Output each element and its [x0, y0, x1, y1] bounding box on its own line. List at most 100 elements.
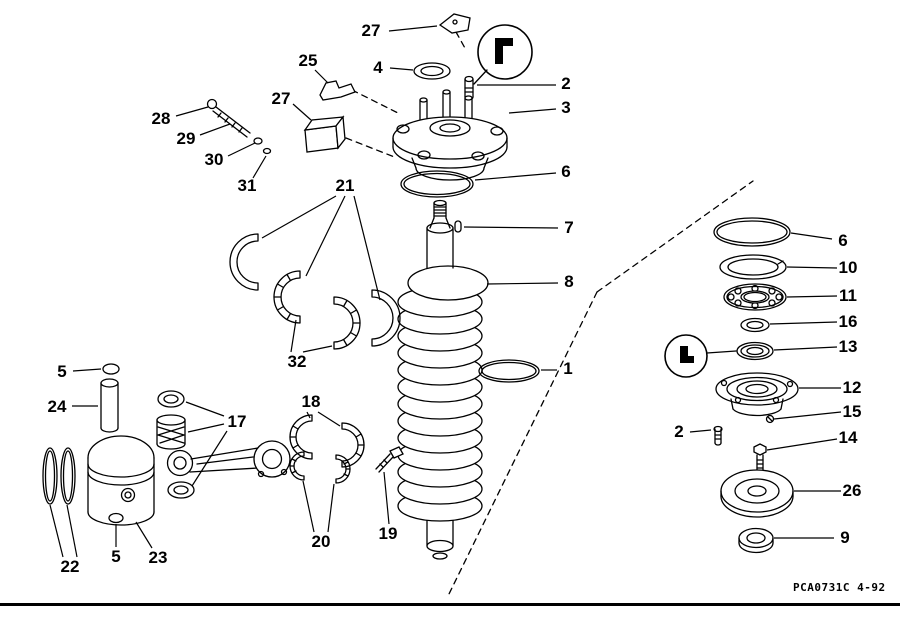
leader-line-22 — [49, 504, 64, 558]
leader-line-2 — [689, 429, 712, 433]
leader-line-20 — [327, 483, 335, 533]
washer-16-drawing — [741, 319, 769, 332]
retainer-bracket-drawing — [440, 14, 470, 33]
leader-line-21 — [261, 195, 337, 239]
bearing-head-drawing — [393, 90, 507, 180]
callout-2: 2 — [674, 422, 684, 441]
leader-line-5 — [72, 368, 102, 372]
leader-line-15 — [773, 411, 842, 420]
needle-cage-halves-drawing — [290, 415, 364, 467]
cap-nut-drawing — [739, 529, 773, 553]
callout-17: 17 — [227, 412, 247, 431]
callout-31: 31 — [237, 176, 257, 195]
leader-line-32 — [290, 319, 297, 353]
callout-8: 8 — [564, 272, 574, 291]
rod-screw-drawing — [376, 447, 403, 472]
callout-27: 27 — [271, 89, 291, 108]
callout-3: 3 — [561, 98, 571, 117]
piston-drawing — [88, 436, 154, 525]
crankshaft-drawing — [398, 201, 488, 560]
callout-6: 6 — [561, 162, 571, 181]
leader-line-4 — [389, 67, 414, 71]
ball-bearing-drawing — [724, 284, 786, 310]
leader-line-21 — [353, 195, 381, 301]
piston-rings-drawing — [43, 448, 75, 504]
leader-line-31 — [252, 155, 267, 179]
callout-16: 16 — [838, 312, 858, 331]
callout-25: 25 — [298, 51, 318, 70]
leader-line-16 — [769, 321, 838, 325]
leader-line-8 — [486, 282, 559, 285]
leader-line-27 — [388, 25, 438, 32]
callout-10: 10 — [838, 258, 858, 277]
callout-22: 22 — [60, 557, 80, 576]
dashed-guides — [346, 32, 753, 594]
oring-right-drawing — [714, 218, 790, 246]
leader-line-19 — [383, 471, 390, 525]
callout-9: 9 — [840, 528, 850, 547]
leader-line-6 — [474, 172, 557, 181]
bottom-rule — [0, 603, 900, 606]
callout-7: 7 — [564, 218, 574, 237]
leader-line-22 — [66, 504, 78, 558]
seal-detail-circle-top — [474, 25, 532, 84]
leader-line-29 — [199, 123, 231, 136]
callout-19: 19 — [378, 524, 398, 543]
retaining-clips-drawing — [103, 364, 123, 523]
callout-6: 6 — [838, 231, 848, 250]
leader-line-11 — [786, 295, 838, 298]
leader-line-18 — [317, 411, 341, 427]
seal-ring-drawing — [414, 63, 450, 79]
leader-line-17 — [187, 423, 225, 433]
leader-line-25 — [314, 69, 329, 84]
part-code: PCA0731C 4-92 — [793, 581, 886, 594]
callout-4: 4 — [373, 58, 383, 77]
callout-5: 5 — [111, 547, 121, 566]
callout-1: 1 — [563, 359, 573, 378]
screw-15-drawing — [767, 416, 774, 423]
callout-18: 18 — [301, 392, 321, 411]
callout-29: 29 — [176, 129, 196, 148]
leader-line-20 — [302, 480, 315, 533]
thrust-washer-drawing — [721, 470, 793, 517]
seal-detail-circle-right — [665, 335, 736, 377]
leader-line-28 — [175, 106, 209, 117]
bearing-shells-drawing — [230, 234, 400, 346]
callout-32: 32 — [287, 352, 307, 371]
callout-5: 5 — [57, 362, 67, 381]
piston-pin-drawing — [101, 379, 118, 432]
callout-11: 11 — [839, 286, 857, 305]
callout-20: 20 — [311, 532, 331, 551]
cage-shells-drawing — [274, 271, 360, 349]
callout-26: 26 — [842, 481, 862, 500]
leader-line-32 — [302, 345, 333, 353]
callout-15: 15 — [842, 402, 862, 421]
callout-14: 14 — [838, 428, 858, 447]
leader-line-7 — [463, 226, 559, 229]
leader-line-18 — [306, 411, 311, 419]
box-bracket-drawing — [305, 117, 345, 152]
connecting-rod-drawing — [157, 391, 290, 498]
leader-line-30 — [227, 142, 256, 157]
leader-line-14 — [766, 438, 838, 451]
clip-drawing — [320, 81, 355, 100]
callout-30: 30 — [204, 150, 224, 169]
oring-upper-drawing — [401, 171, 473, 197]
leader-line-3 — [508, 108, 557, 114]
leader-line-21 — [305, 195, 346, 277]
leader-line-17 — [191, 430, 228, 487]
callout-28: 28 — [151, 109, 171, 128]
leader-line-23 — [135, 521, 153, 549]
leader-line-6 — [790, 232, 833, 240]
callout-2: 2 — [561, 74, 571, 93]
callout-24: 24 — [47, 397, 67, 416]
leader-line-17 — [185, 401, 225, 417]
oring-lower-drawing — [479, 360, 539, 382]
callout-21: 21 — [335, 176, 355, 195]
seal-13-drawing — [737, 343, 773, 360]
leader-line-10 — [786, 266, 838, 269]
key-pin-drawing — [455, 221, 461, 232]
